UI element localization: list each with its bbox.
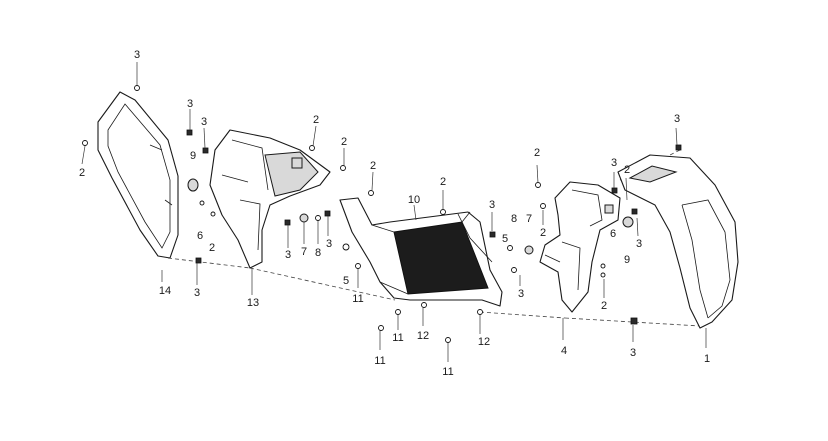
callout-2: 2 bbox=[540, 227, 546, 239]
callout-labels: 3 2 3 3 9 2 2 2 6 2 3 7 8 3 14 3 13 10 2… bbox=[79, 49, 710, 378]
screw bbox=[477, 309, 483, 315]
grommet bbox=[622, 216, 634, 228]
screw bbox=[342, 243, 350, 251]
nut bbox=[675, 144, 682, 151]
screw bbox=[540, 203, 546, 209]
nut bbox=[324, 210, 331, 217]
callout-3: 3 bbox=[630, 347, 636, 359]
callout-7: 7 bbox=[526, 213, 532, 225]
callout-5: 5 bbox=[502, 233, 508, 245]
callout-2: 2 bbox=[341, 136, 347, 148]
callout-8: 8 bbox=[315, 247, 321, 259]
screw bbox=[309, 145, 315, 151]
callout-10: 10 bbox=[408, 194, 420, 206]
callout-11: 11 bbox=[442, 366, 453, 378]
callout-3: 3 bbox=[636, 238, 642, 250]
screw bbox=[511, 267, 517, 273]
screw bbox=[82, 140, 88, 146]
grommet bbox=[187, 178, 199, 192]
nut bbox=[611, 187, 618, 194]
callout-2: 2 bbox=[313, 114, 319, 126]
callout-11: 11 bbox=[392, 332, 403, 344]
washer bbox=[524, 245, 534, 255]
fasteners bbox=[82, 85, 682, 343]
part-10-radiator bbox=[339, 197, 503, 307]
part-1-right-side-panel bbox=[617, 154, 739, 329]
callout-3: 3 bbox=[489, 199, 495, 211]
callout-11: 11 bbox=[352, 293, 363, 305]
nut bbox=[202, 147, 209, 154]
callout-9: 9 bbox=[624, 254, 630, 266]
part-14-left-side-panel bbox=[97, 91, 179, 259]
callout-12: 12 bbox=[417, 330, 429, 342]
callout-7: 7 bbox=[301, 246, 307, 258]
screw bbox=[421, 302, 427, 308]
screw bbox=[378, 325, 384, 331]
nut bbox=[630, 317, 638, 325]
nut bbox=[489, 231, 496, 238]
callout-3: 3 bbox=[194, 287, 200, 299]
nut bbox=[631, 208, 638, 215]
callout-12: 12 bbox=[478, 336, 490, 348]
screw bbox=[440, 209, 446, 215]
screw bbox=[134, 85, 140, 91]
callout-3: 3 bbox=[326, 238, 332, 250]
callout-3: 3 bbox=[187, 98, 193, 110]
callout-2: 2 bbox=[209, 242, 215, 254]
leader-lines bbox=[81, 62, 707, 362]
part-4-right-inner-bracket bbox=[539, 181, 621, 313]
nut bbox=[195, 257, 202, 264]
nut bbox=[284, 219, 291, 226]
callout-6: 6 bbox=[610, 228, 616, 240]
screw bbox=[535, 182, 541, 188]
callout-14: 14 bbox=[159, 285, 171, 297]
callout-3: 3 bbox=[134, 49, 140, 61]
callout-3: 3 bbox=[611, 157, 617, 169]
callout-2: 2 bbox=[601, 300, 607, 312]
callout-3: 3 bbox=[674, 113, 680, 125]
callout-4: 4 bbox=[561, 345, 567, 357]
callout-3: 3 bbox=[518, 288, 524, 300]
screw bbox=[395, 309, 401, 315]
nut bbox=[186, 129, 193, 136]
screw bbox=[600, 263, 606, 269]
alignment-lines bbox=[167, 149, 701, 327]
callout-2: 2 bbox=[79, 167, 85, 179]
screw bbox=[445, 337, 451, 343]
callout-8: 8 bbox=[511, 213, 517, 225]
callout-11: 11 bbox=[374, 355, 385, 367]
screw bbox=[507, 245, 513, 251]
screw bbox=[315, 215, 321, 221]
screw bbox=[199, 200, 205, 206]
screw bbox=[600, 272, 606, 278]
screw bbox=[355, 263, 361, 269]
part-13-left-inner-bracket bbox=[209, 129, 331, 269]
washer bbox=[299, 213, 309, 223]
callout-5: 5 bbox=[343, 275, 349, 287]
screw bbox=[368, 190, 374, 196]
callout-6: 6 bbox=[197, 230, 203, 242]
callout-2: 2 bbox=[440, 176, 446, 188]
screw bbox=[210, 211, 216, 217]
callout-13: 13 bbox=[247, 297, 259, 309]
callout-2: 2 bbox=[370, 160, 376, 172]
callout-2: 2 bbox=[624, 164, 630, 176]
screw bbox=[340, 165, 346, 171]
callout-3: 3 bbox=[201, 116, 207, 128]
callout-1: 1 bbox=[704, 353, 710, 365]
callout-3: 3 bbox=[285, 249, 291, 261]
callout-9: 9 bbox=[190, 150, 196, 162]
callout-2: 2 bbox=[534, 147, 540, 159]
